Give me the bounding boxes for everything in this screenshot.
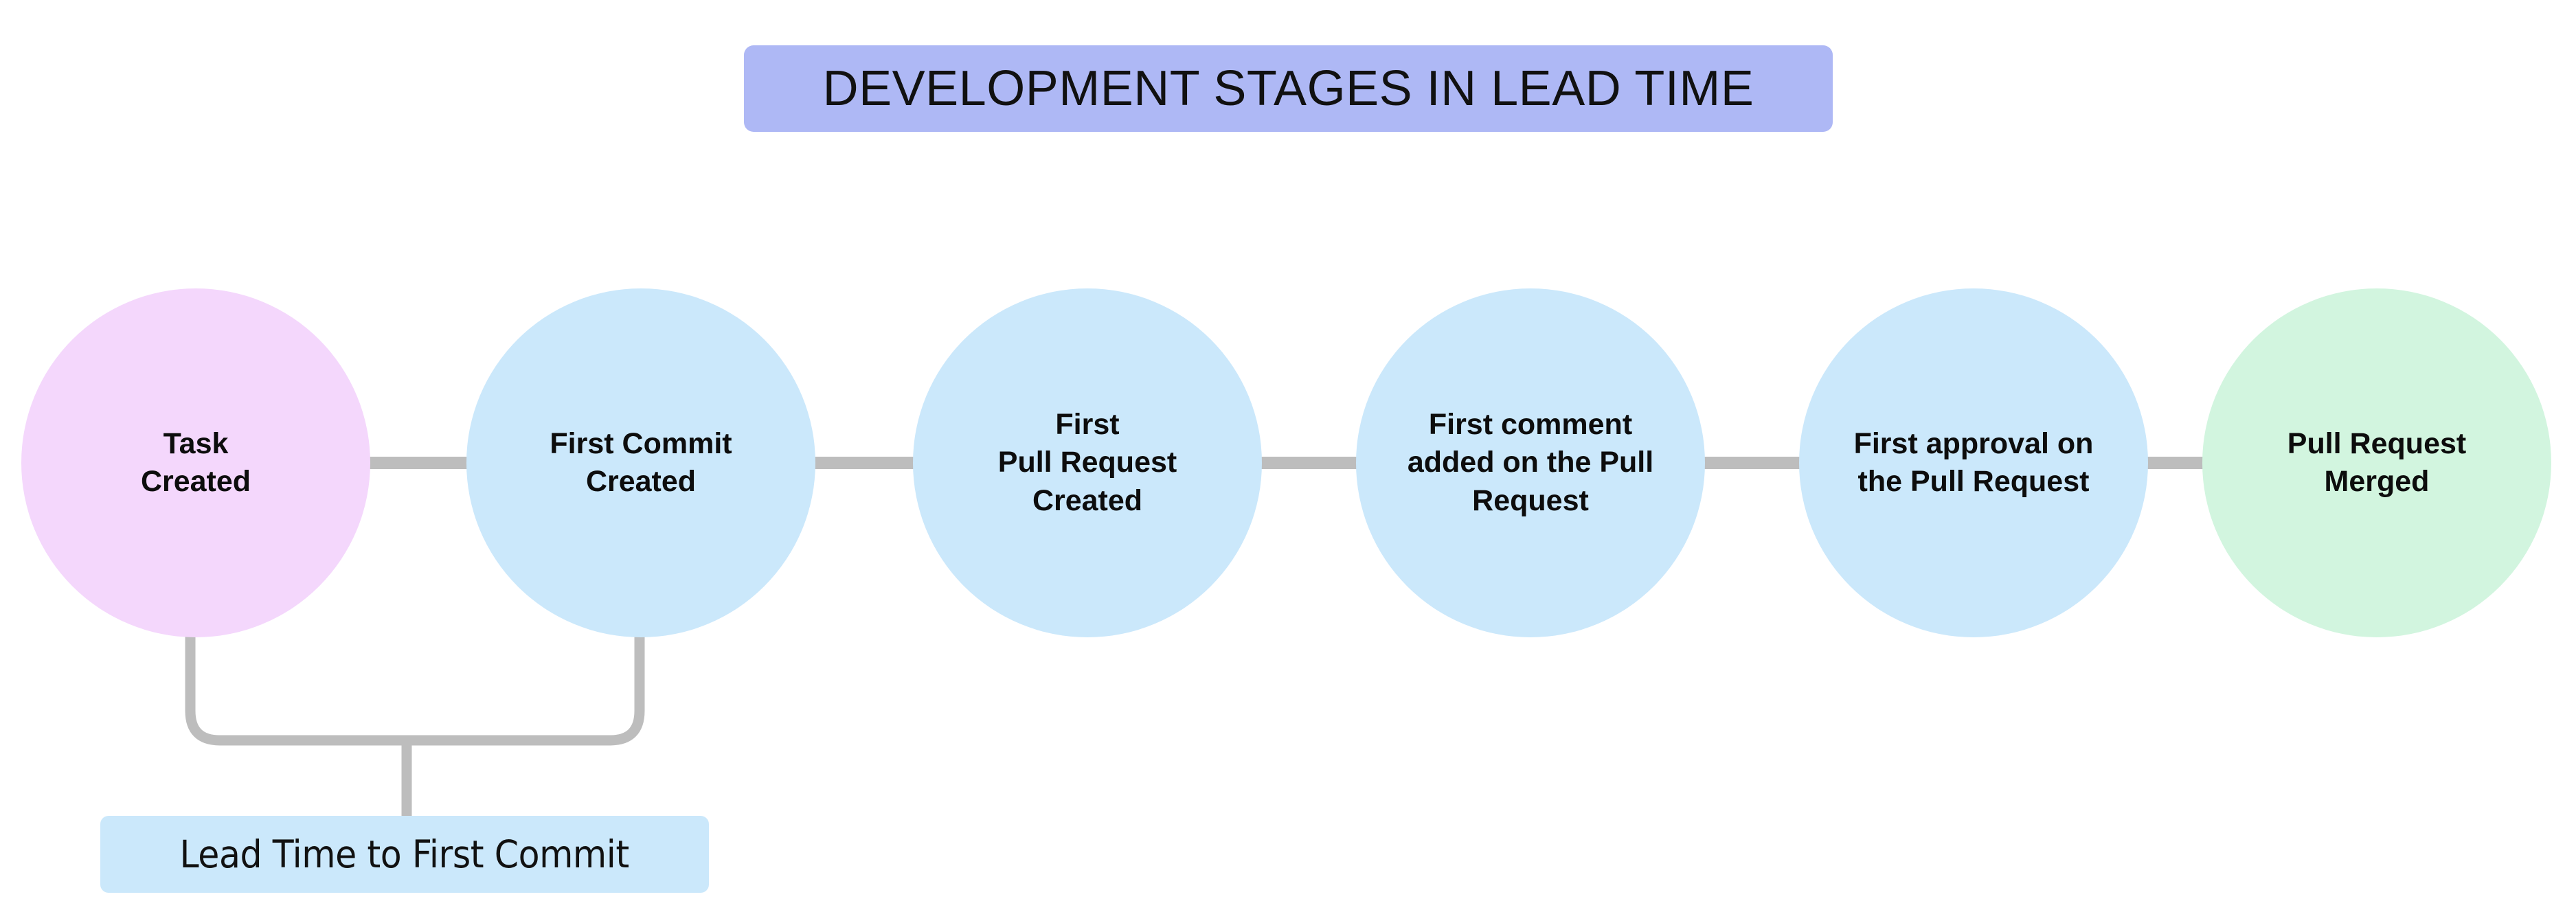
lead-time-callout-box[interactable]: Lead Time to First Commit	[100, 816, 709, 893]
stage-label-first-comment-on-pull-request: First comment added on the Pull Request	[1407, 408, 1654, 517]
stage-node-first-comment-on-pull-request[interactable]: First comment added on the Pull Request	[1356, 288, 1705, 637]
stage-label-pull-request-merged: Pull Request Merged	[2287, 426, 2467, 498]
stage-node-first-commit-created[interactable]: First Commit Created	[466, 288, 815, 637]
lead-time-bracket	[185, 633, 645, 746]
stage-label-first-approval-on-pull-request: First approval on the Pull Request	[1853, 426, 2094, 498]
stage-node-task-created[interactable]: Task Created	[21, 288, 370, 637]
page-title: DEVELOPMENT STAGES IN LEAD TIME	[822, 61, 1754, 116]
stage-node-first-pull-request-created[interactable]: First Pull Request Created	[913, 288, 1262, 637]
stage-label-first-commit-created: First Commit Created	[550, 426, 732, 498]
stage-label-task-created: Task Created	[140, 426, 251, 498]
stage-label-first-pull-request-created: First Pull Request Created	[997, 408, 1177, 517]
lead-time-callout-label: Lead Time to First Commit	[179, 832, 630, 876]
page-title-banner: DEVELOPMENT STAGES IN LEAD TIME	[744, 45, 1833, 132]
stage-node-first-approval-on-pull-request[interactable]: First approval on the Pull Request	[1799, 288, 2148, 637]
stage-node-pull-request-merged[interactable]: Pull Request Merged	[2202, 288, 2551, 637]
